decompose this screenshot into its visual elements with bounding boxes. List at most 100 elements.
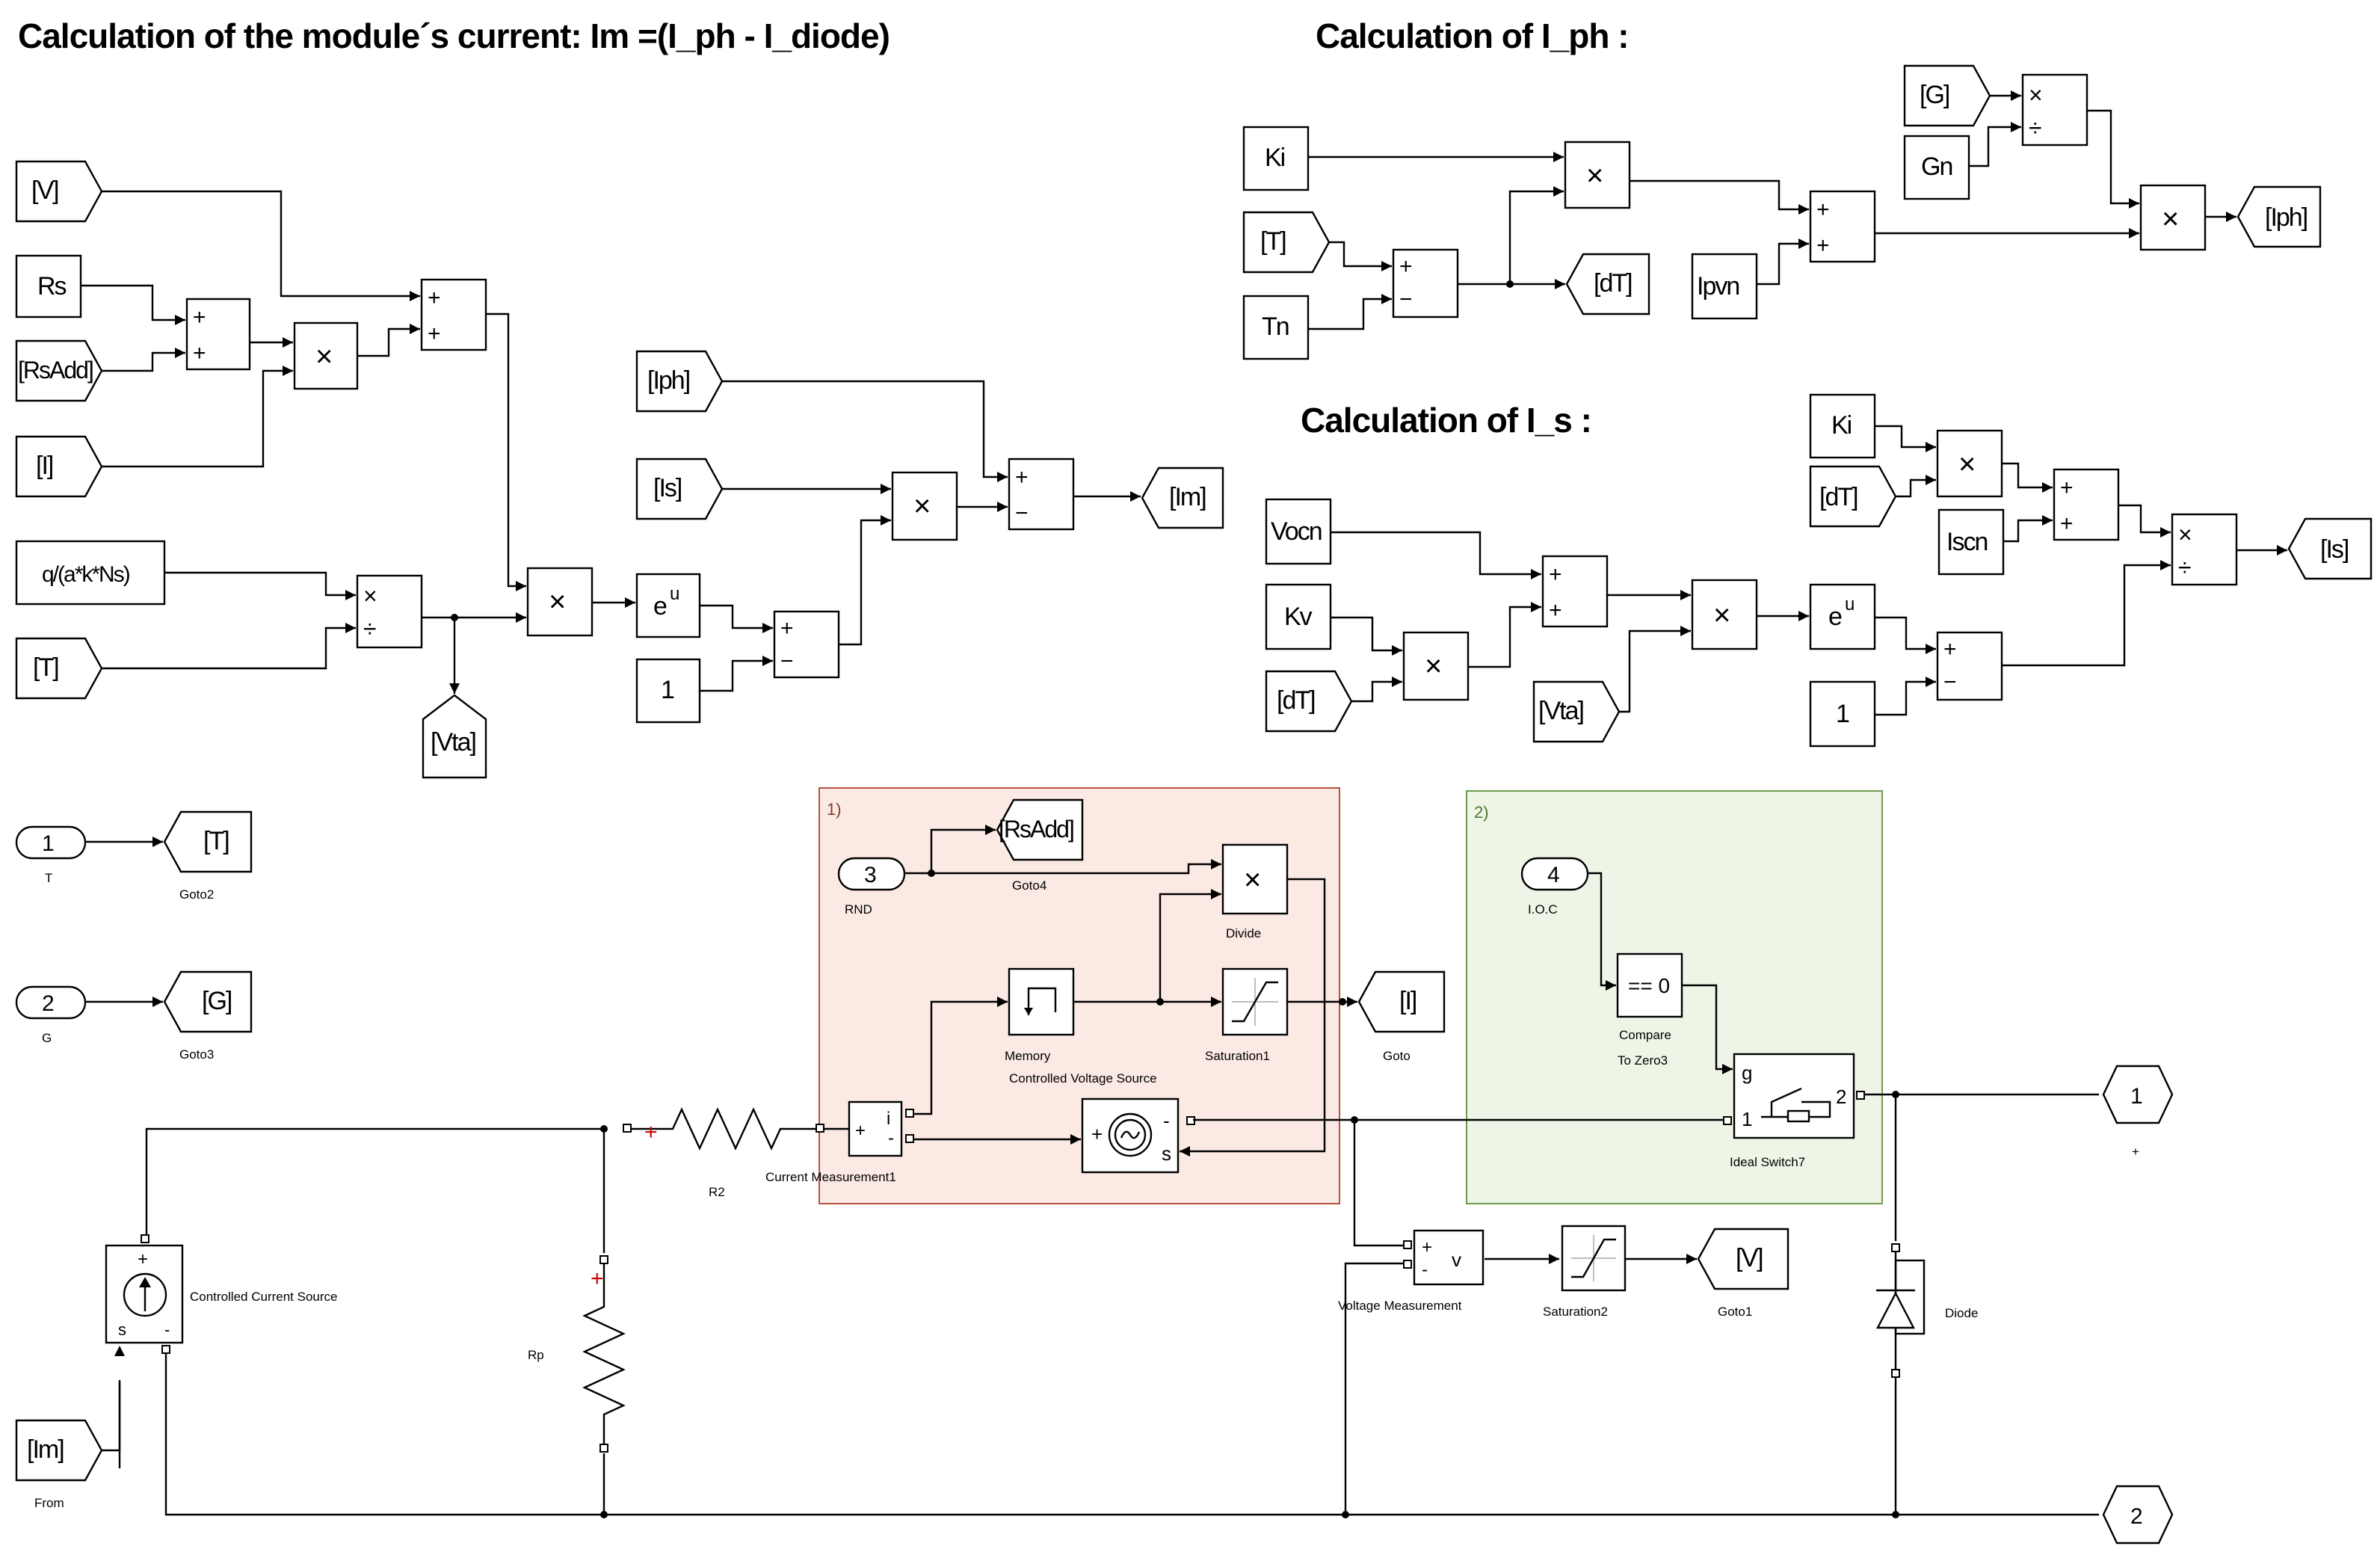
inport-2-name: G	[42, 1031, 52, 1045]
goto4-block[interactable]	[996, 798, 1084, 861]
iph-product-ki-block[interactable]	[1564, 141, 1631, 209]
goto-im-block[interactable]	[1141, 467, 1224, 529]
r2-port-right	[816, 1124, 824, 1133]
title-module-current: Calculation of the module´s current: Im …	[18, 16, 890, 55]
product-rs-i-block[interactable]	[293, 321, 359, 390]
iph-from-g-block[interactable]	[1903, 64, 1991, 127]
current-measurement-block[interactable]	[848, 1100, 903, 1157]
iph-sum-dt-block[interactable]	[1392, 248, 1459, 318]
const-rs-block[interactable]	[15, 254, 82, 318]
from-t-block[interactable]	[15, 637, 103, 700]
is-const-ki-block[interactable]	[1809, 393, 1876, 459]
divide-sign: ×	[1244, 863, 1261, 896]
switch-g: g	[1742, 1062, 1752, 1084]
inport-wires	[85, 840, 163, 1003]
from-im-block[interactable]	[15, 1419, 103, 1482]
iph-goto-dt-block[interactable]	[1565, 253, 1650, 315]
from-is-block[interactable]	[635, 458, 724, 520]
iph-const-gn-block[interactable]	[1903, 135, 1970, 200]
product-main-sign: ×	[549, 585, 566, 618]
ideal-switch-block[interactable]	[1733, 1053, 1855, 1139]
from-v-block[interactable]	[15, 160, 103, 223]
voltage-measurement-block[interactable]	[1413, 1229, 1485, 1286]
memory-block[interactable]	[1008, 967, 1075, 1036]
is-sum-exp-minus: −	[1943, 670, 1957, 695]
is-goto-is-block[interactable]	[2287, 517, 2373, 580]
sum-v-block[interactable]	[420, 278, 487, 351]
is-const-kv-text: Kv	[1284, 603, 1313, 631]
saturation2-name: Saturation2	[1543, 1305, 1608, 1319]
inport-4-name: I.O.C	[1528, 902, 1558, 917]
product-main-block[interactable]	[526, 567, 594, 637]
outport-1[interactable]	[2102, 1065, 2174, 1124]
exp-block[interactable]	[635, 573, 701, 638]
vm-minus: -	[1422, 1260, 1428, 1280]
current-measurement-i: i	[887, 1109, 890, 1129]
inport-1-num: 1	[42, 831, 55, 856]
inport-3-name: RND	[845, 902, 872, 917]
divide-q-t-block[interactable]	[356, 574, 423, 649]
iph-goto-iph-block[interactable]	[2236, 185, 2322, 248]
is-divide-voc-sign: ×	[1713, 599, 1730, 632]
iph-goto-dt-text: [dT]	[1594, 269, 1632, 298]
outport-2[interactable]	[2102, 1485, 2174, 1545]
iph-sum-block[interactable]	[1809, 190, 1876, 263]
compare-to-zero-text: == 0	[1628, 974, 1670, 997]
iph-from-g-text: [G]	[1920, 81, 1949, 109]
is-from-vta-block[interactable]	[1532, 680, 1621, 743]
outport-2-num: 2	[2130, 1504, 2143, 1529]
is-from-dt2-block[interactable]	[1265, 670, 1353, 733]
is-sum-voc-block[interactable]	[1541, 555, 1609, 628]
compare-to-zero-block[interactable]	[1616, 952, 1683, 1018]
resistor-r2[interactable]	[625, 1107, 818, 1151]
inport-3-num: 3	[864, 863, 877, 887]
from-iph-block[interactable]	[635, 350, 724, 413]
memory-name: Memory	[1005, 1049, 1051, 1063]
product-is-block[interactable]	[891, 471, 958, 541]
iph-divide-g-block[interactable]	[2021, 73, 2088, 147]
goto3-block[interactable]	[163, 970, 253, 1033]
const-1-block[interactable]	[635, 658, 701, 724]
is-exp-block[interactable]	[1809, 583, 1876, 650]
ccs-minus: -	[164, 1320, 170, 1339]
rp-plus-sign: +	[591, 1266, 604, 1291]
switch-port-1	[1723, 1116, 1732, 1125]
is-exp-sup: u	[1845, 594, 1855, 615]
sum-rs-plus2: +	[193, 341, 206, 366]
sum-im-block[interactable]	[1008, 458, 1075, 531]
iph-const-tn-block[interactable]	[1242, 295, 1310, 360]
is-from-dt-text: [dT]	[1819, 483, 1858, 511]
iph-const-ki-block[interactable]	[1242, 126, 1310, 191]
goto1-block[interactable]	[1697, 1228, 1789, 1290]
iph-const-ipvn-block[interactable]	[1691, 253, 1758, 320]
goto-vta-block[interactable]	[422, 694, 487, 779]
const-q-block[interactable]	[15, 540, 166, 606]
from-im-name: From	[34, 1496, 64, 1510]
is-product-kv-sign: ×	[1425, 650, 1442, 683]
is-section-arrows	[1392, 442, 2287, 687]
vm-plus: +	[1422, 1237, 1432, 1257]
is-const-kv-block[interactable]	[1265, 583, 1332, 650]
is-const-vocn-block[interactable]	[1265, 498, 1332, 565]
resistor-rp[interactable]	[582, 1260, 626, 1446]
from-i-block[interactable]	[15, 435, 103, 498]
divide-block[interactable]	[1221, 843, 1289, 915]
from-t-text: [T]	[33, 653, 58, 682]
from-rsadd-block[interactable]	[15, 339, 103, 402]
from-rsadd-text: [RsAdd]	[18, 357, 93, 384]
goto-i-tag: [I]	[1399, 987, 1416, 1015]
iph-const-ipvn-text: Ipvn	[1697, 272, 1739, 301]
is-goto-is-text: [Is]	[2320, 535, 2349, 564]
is-const-iscn-block[interactable]	[1937, 508, 2005, 576]
is-divide-voc-block[interactable]	[1691, 579, 1758, 650]
cvs-sine	[1120, 1130, 1141, 1139]
is-sum-exp-block[interactable]	[1936, 631, 2003, 701]
iph-const-tn-text: Tn	[1262, 312, 1289, 341]
goto-i-block[interactable]	[1357, 970, 1446, 1033]
goto2-block[interactable]	[163, 810, 253, 873]
iph-from-t-block[interactable]	[1242, 211, 1331, 274]
inport-1-name: T	[45, 871, 52, 885]
sum-rs-block[interactable]	[185, 298, 251, 371]
is-from-dt-block[interactable]	[1809, 465, 1897, 528]
vm-v: v	[1452, 1248, 1461, 1271]
